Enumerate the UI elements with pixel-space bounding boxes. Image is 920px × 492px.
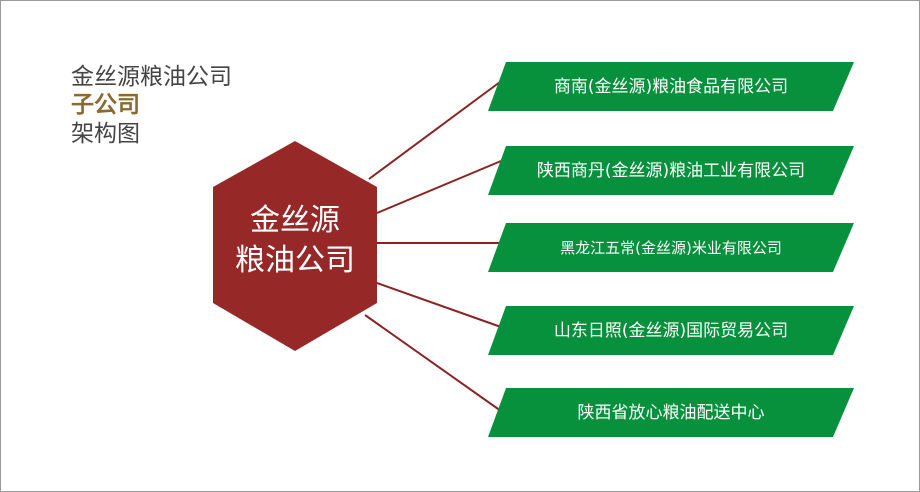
- banner: [488, 146, 854, 195]
- banner: [488, 388, 854, 437]
- title-line-2: 子公司: [71, 92, 140, 118]
- center-label: 金丝源 粮油公司: [213, 201, 377, 281]
- title-line-1: 金丝源粮油公司: [71, 64, 232, 90]
- title-line-3: 架构图: [71, 121, 140, 147]
- subsidiary-label: 商南(金丝源)粮油食品有限公司: [553, 77, 789, 97]
- center-hexagon: [213, 141, 377, 351]
- banner: [488, 223, 854, 272]
- connector-line: [376, 160, 502, 214]
- banner: [488, 62, 854, 111]
- center-label-line-1: 金丝源: [250, 203, 340, 238]
- subsidiary-label: 陕西省放心粮油配送中心: [577, 403, 765, 423]
- subsidiary-label: 山东日照(金丝源)国际贸易公司: [553, 321, 789, 341]
- center-label-line-2: 粮油公司: [235, 243, 355, 278]
- banner: [488, 306, 854, 355]
- connector-line: [368, 78, 505, 180]
- connector-line: [376, 282, 502, 328]
- connector-line: [364, 314, 502, 412]
- subsidiary-label: 黑龙江五常(金丝源)米业有限公司: [560, 239, 782, 257]
- subsidiary-label: 陕西商丹(金丝源)粮油工业有限公司: [536, 161, 806, 181]
